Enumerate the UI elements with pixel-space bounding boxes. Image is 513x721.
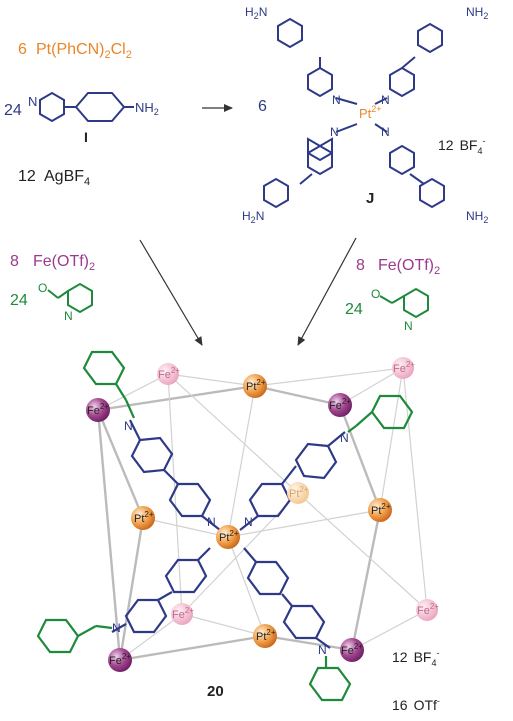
ald-left-n: N [64,309,73,323]
pt-label-back: Pt2+ [289,485,309,500]
complex-j: 6 Pt2+ N N N N H2N [242,5,488,225]
pt-label-5: Pt2+ [256,628,276,643]
cage-n-5: N [207,515,216,529]
fe-right-formula: Fe(OTf)2 [378,257,440,277]
ligand-i-structure [39,91,134,123]
fe-label-back-1: Fe2+ [158,366,180,381]
ligand-n: N [28,94,37,109]
pt-label-2: Pt2+ [134,510,154,525]
pt-node-back [287,482,309,504]
j-pt: Pt2+ [359,104,382,121]
ag-coeff: 12 [18,168,36,185]
aldehyde-left-structure [47,282,93,314]
cage-edges [96,384,382,662]
pt-label-4: Pt2+ [371,502,391,517]
cage-20: N N N N N N Fe2+ Fe2+ Fe2+ Fe2+ Pt2+ Pt2… [36,350,440,713]
fe-node-back-3 [171,603,193,625]
j-n-2: N [381,93,390,107]
cage-imines [36,350,414,702]
pt-label-1: Pt2+ [246,378,266,393]
fe-node-4 [340,638,364,662]
ald-left-o: O [38,281,47,295]
j-label: J [366,190,374,207]
cage-n-1: N [124,419,133,433]
arrow-left-to-cage [139,239,203,346]
fe-reagents-left: 8 Fe(OTf)2 24 O N [10,253,95,323]
fe-node-2 [328,393,352,417]
ligand-label: I [84,129,88,145]
ald-right-n: N [404,319,413,333]
fe-reagents-right: 8 Fe(OTf)2 24 O N [345,257,440,333]
j-coeff: 6 [258,98,267,115]
pt-reagent-label: Pt(PhCN)2Cl2 [36,41,132,61]
arrow-right-to-cage [297,237,357,346]
cage-label: 20 [207,683,224,700]
ag-reagent-label: AgBF4 [44,168,90,188]
fe-right-coeff: 8 [356,257,365,274]
ald-left-coeff: 24 [10,292,28,309]
fe-label-back-2: Fe2+ [393,360,415,375]
cage-n-6: N [244,515,253,529]
fe-node-back-1 [157,363,179,385]
ligand-coeff: 24 [4,102,22,119]
fe-label-3: Fe2+ [109,652,131,667]
cage-n-4: N [318,643,327,657]
pt-node-5 [253,624,277,648]
j-h2n-1: H2N [245,5,267,21]
j-n-4: N [381,125,390,139]
cage-ligands [111,419,346,649]
j-h2n-2: H2N [242,209,264,225]
fe-label-back-4: Fe2+ [417,602,439,617]
ald-right-coeff: 24 [345,301,363,318]
pt-node-4 [368,498,392,522]
fe-node-1 [86,398,110,422]
j-nh2-1: NH2 [466,5,488,21]
j-n-3: N [330,125,339,139]
pt-node-3 [216,525,240,549]
j-nh2-2: NH2 [466,209,488,225]
ald-right-o: O [371,287,380,301]
fe-node-3 [108,648,132,672]
fe-label-4: Fe2+ [341,642,363,657]
fe-left-formula: Fe(OTf)2 [33,253,95,273]
cage-n-3: N [112,621,121,635]
fe-node-back-4 [416,599,438,621]
fe-label-2: Fe2+ [329,397,351,412]
fe-node-back-2 [392,357,414,379]
pt-node-1 [243,374,267,398]
fe-left-coeff: 8 [10,253,19,270]
ligand-nh2: NH2 [135,100,159,117]
j-bonds [263,17,445,209]
cage-back-edges [97,367,428,661]
pt-coeff: 6 [18,41,27,58]
fe-label-back-3: Fe2+ [172,606,194,621]
fe-label-1: Fe2+ [87,402,109,417]
j-n-1: N [332,93,341,107]
left-reagents: 6 Pt(PhCN)2Cl2 24 N NH2 I 12 AgBF4 [4,41,159,188]
pt-label-3: Pt2+ [219,529,239,544]
cage-n-2: N [340,431,349,445]
pt-node-2 [131,506,155,530]
aldehyde-right-structure [379,287,429,319]
